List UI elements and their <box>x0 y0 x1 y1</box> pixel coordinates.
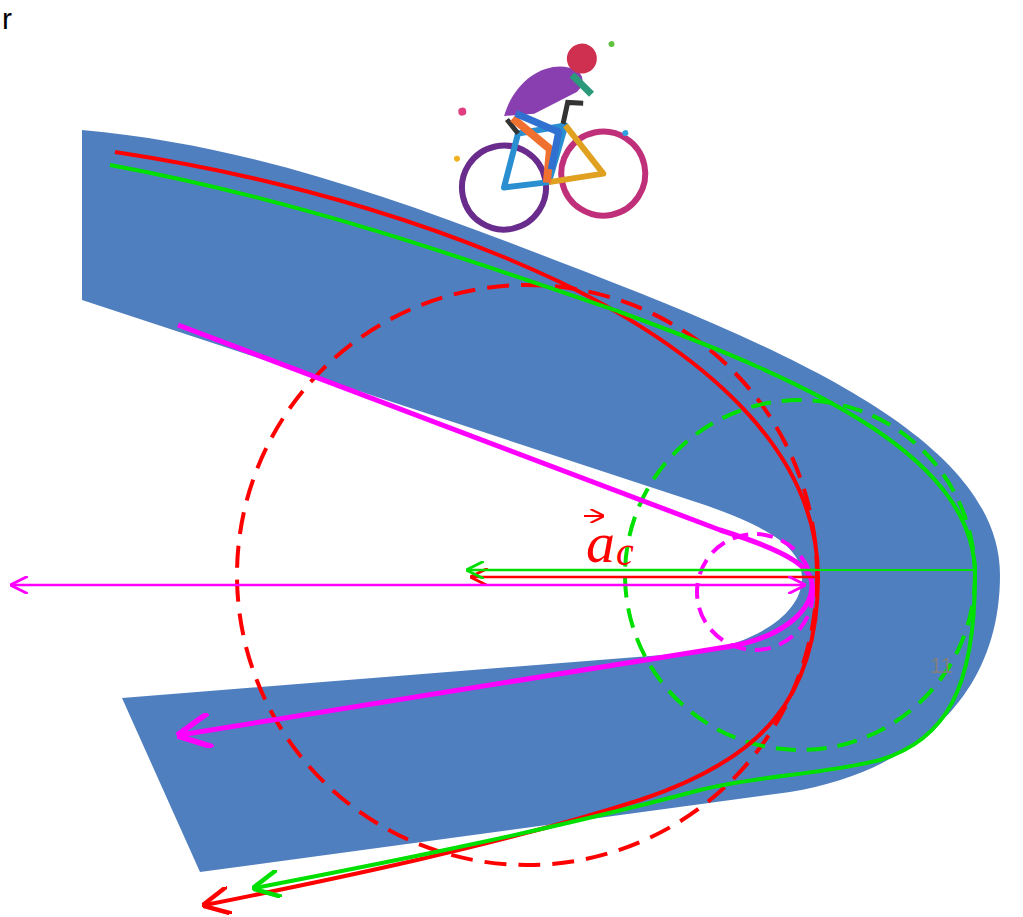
page-number: 11 <box>930 655 953 677</box>
magenta-curvature-circle <box>697 534 813 650</box>
red-line <box>115 152 818 905</box>
cyclist <box>436 36 653 245</box>
green-radius-line <box>812 569 975 571</box>
acceleration-subscript: c <box>616 532 634 572</box>
acceleration-symbol: a <box>586 514 615 572</box>
red-acceleration-arrow <box>472 576 816 579</box>
road <box>82 130 1000 872</box>
green-curvature-circle <box>625 400 975 750</box>
magenta-line <box>178 325 812 735</box>
green-acceleration-arrow <box>468 569 816 572</box>
magenta-acceleration-arrow <box>12 584 804 587</box>
green-line <box>110 165 975 888</box>
red-curvature-circle <box>237 285 817 865</box>
cut-letter: r <box>2 4 12 34</box>
